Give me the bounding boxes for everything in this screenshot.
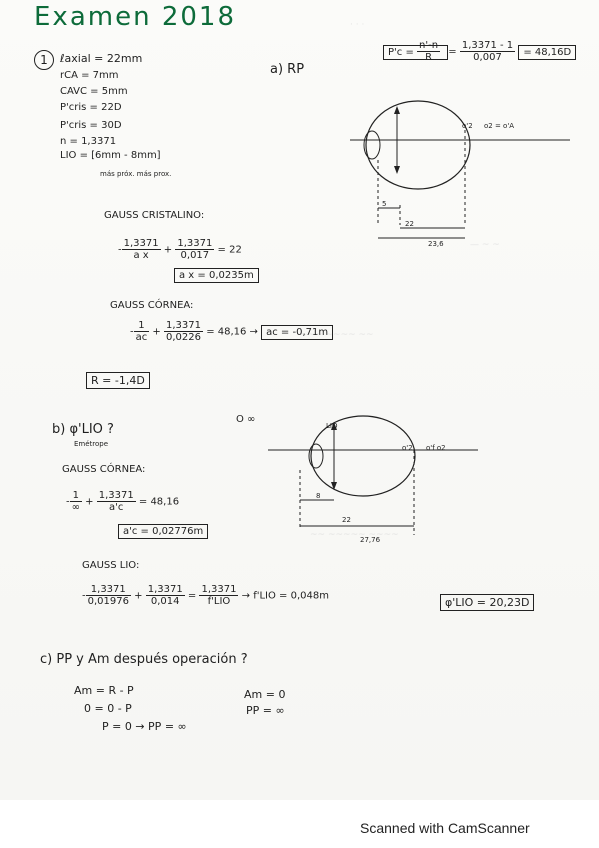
diagram-a-five: 5 — [382, 200, 387, 208]
diagram-a-o2: o'2 — [462, 122, 473, 130]
phi-lio-result-box: φ'LIO = 20,23D — [440, 594, 535, 611]
part-c-result-am: Am = 0 — [244, 688, 286, 701]
bleed-through-text: ~~ ~~~~~ ~~~~ — [310, 530, 399, 540]
scanned-page: Examen 2018 · · · 1 ℓaxial = 22mm rCA = … — [0, 0, 599, 800]
gauss-lio-heading: GAUSS LIO: — [82, 560, 140, 571]
diagram-b-27-76: 27,76 — [360, 536, 381, 544]
gauss-cristalino-heading: GAUSS CRISTALINO: — [104, 210, 205, 221]
part-b-sublabel: Emétrope — [74, 440, 109, 448]
eye-diagram-a — [350, 100, 570, 239]
part-c-result-pp: PP = ∞ — [246, 704, 285, 717]
diagram-b-o2p: o'f o2 — [426, 444, 446, 452]
diagram-a-o2p: o2 = o'A — [484, 122, 515, 130]
object-infinity-label: O ∞ — [236, 414, 256, 425]
diagram-a-22: 22 — [405, 220, 414, 228]
part-c-line-1: Am = R - P — [74, 684, 134, 697]
part-c-line-2: 0 = 0 - P — [84, 702, 132, 715]
given-lio: LIO = [6mm - 8mm] — [60, 150, 161, 161]
bleed-through-text: — ~ ~ — [470, 240, 500, 250]
diagram-b-eight: 8 — [316, 492, 321, 500]
diagram-b-22: 22 — [342, 516, 351, 524]
given-axial: ℓaxial = 22mm — [60, 52, 143, 65]
ac-result-box: ac = -0,71m — [261, 324, 334, 340]
scanner-watermark: Scanned with CamScanner — [360, 820, 530, 836]
r-result-box: R = -1,4D — [86, 372, 150, 389]
given-pcris2: P'cris = 30D — [60, 120, 122, 131]
part-a-label: a) RP — [270, 62, 305, 77]
given-pcris: P'cris = 22D — [60, 102, 122, 113]
diagram-a-23-6: 23,6 — [428, 240, 444, 248]
given-lio-note: más próx. más prox. — [100, 170, 172, 178]
part-c-line-3: P = 0 → PP = ∞ — [102, 720, 187, 733]
diagram-b-o2: o'2 — [402, 444, 413, 452]
given-n: n = 1,3371 — [60, 136, 117, 147]
gauss-cornea-heading-a: GAUSS CÓRNEA: — [110, 300, 194, 311]
given-cavc: CAVC = 5mm — [60, 86, 128, 97]
ax-result-box: a x = 0,0235m — [174, 268, 259, 283]
problem-number: 1 — [34, 50, 54, 70]
ac-prime-result-box: a'c = 0,02776m — [118, 524, 209, 539]
bleed-through-text: ~~~ ~~~~ ~~ — [300, 330, 374, 340]
part-b-label: b) φ'LIO ? — [52, 422, 114, 437]
eye-diagram-b — [268, 415, 478, 535]
given-rca: rCA = 7mm — [60, 70, 119, 81]
page-title: Examen 2018 — [34, 2, 236, 32]
gauss-cornea-heading-b: GAUSS CÓRNEA: — [62, 464, 146, 475]
formula-result-box: = 48,16D — [518, 44, 577, 60]
part-c-label: c) PP y Am después operación ? — [40, 652, 248, 667]
diagram-b-lio: LIO — [326, 422, 338, 430]
bleed-through-text: · · · — [350, 20, 365, 30]
